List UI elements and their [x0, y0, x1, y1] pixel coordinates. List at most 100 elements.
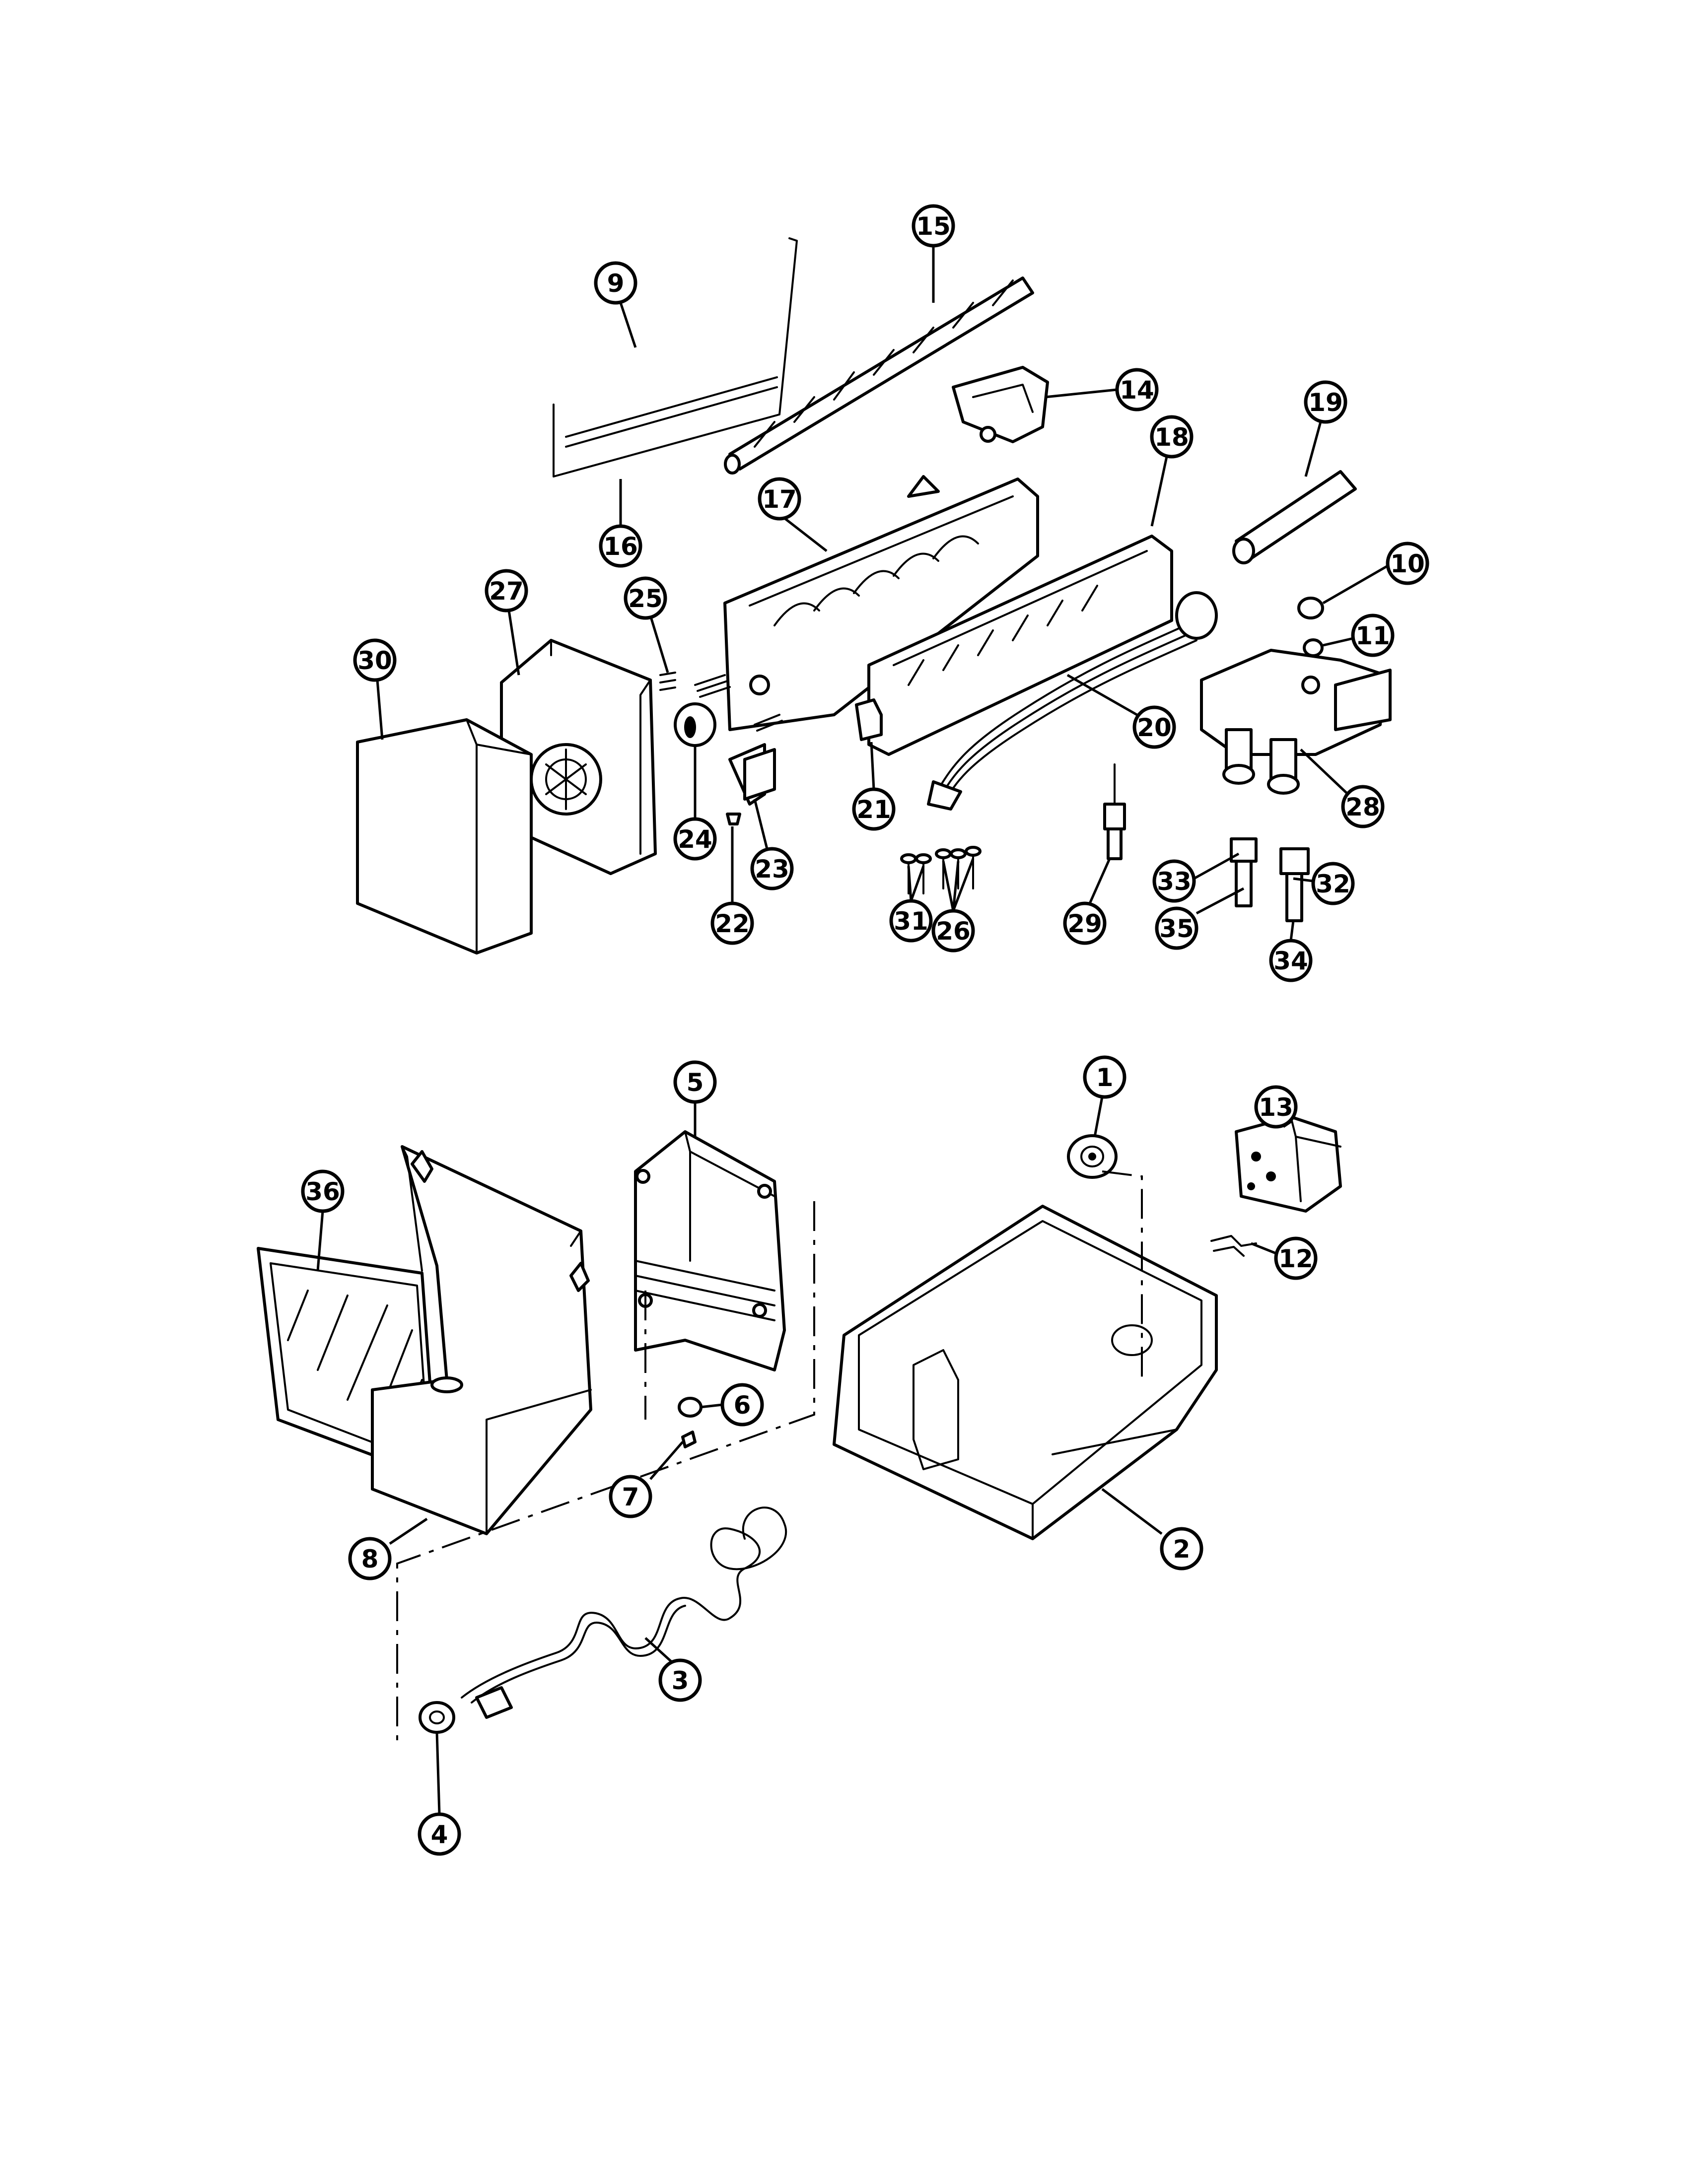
- auger-nut-part: [678, 1397, 703, 1418]
- water-valve-part: [1200, 649, 1392, 795]
- callout-31: 31: [889, 899, 933, 943]
- callout-label: 14: [1120, 376, 1154, 405]
- callout-label: 13: [1259, 1093, 1293, 1122]
- callout-label: 26: [936, 917, 971, 946]
- callout-14: 14: [1115, 368, 1159, 411]
- callout-label: 20: [1137, 713, 1172, 742]
- callout-label: 27: [489, 577, 524, 606]
- callout-label: 11: [1355, 621, 1390, 650]
- callout-8: 8: [348, 1537, 392, 1580]
- callout-17: 17: [758, 477, 801, 521]
- drive-cup-part: [1067, 1134, 1118, 1179]
- callout-19: 19: [1304, 380, 1347, 424]
- callout-21: 21: [852, 787, 896, 831]
- callout-15: 15: [912, 204, 955, 248]
- callout-34: 34: [1269, 939, 1313, 982]
- callout-11: 11: [1351, 614, 1395, 657]
- callout-10: 10: [1386, 542, 1429, 585]
- callout-label: 10: [1390, 549, 1425, 578]
- callout-label: 6: [734, 1391, 751, 1420]
- fitting-part: [1103, 763, 1126, 860]
- ice-mold-part: [723, 475, 1039, 731]
- callout-label: 24: [678, 825, 712, 854]
- connector-part: [1210, 1235, 1257, 1257]
- callout-label: 28: [1345, 793, 1380, 821]
- callout-label: 2: [1173, 1535, 1191, 1564]
- callout-16: 16: [599, 524, 642, 568]
- wiring-harness-part: [927, 591, 1218, 811]
- callout-label: 25: [628, 584, 663, 613]
- callout-4: 4: [418, 1812, 461, 1856]
- callout-label: 12: [1278, 1244, 1313, 1273]
- callout-3: 3: [658, 1658, 702, 1702]
- clip-part: [855, 698, 883, 741]
- leader-lines: [316, 246, 1389, 1815]
- callout-label: 4: [431, 1820, 448, 1849]
- callout-label: 19: [1308, 388, 1343, 417]
- callout-label: 22: [715, 909, 750, 938]
- callout-label: 34: [1273, 947, 1308, 975]
- callout-label: 3: [672, 1666, 689, 1695]
- callout-label: 21: [856, 795, 891, 824]
- callout-18: 18: [1150, 415, 1194, 459]
- control-cover-part: [356, 718, 533, 955]
- callout-label: 32: [1316, 870, 1350, 898]
- callout-22: 22: [710, 901, 754, 945]
- callout-35: 35: [1155, 906, 1198, 950]
- callout-label: 1: [1096, 1063, 1114, 1092]
- callout-2: 2: [1160, 1527, 1203, 1570]
- hose-fittings-part: [1230, 837, 1310, 922]
- callout-6: 6: [720, 1383, 764, 1427]
- assembly-lines: [396, 1170, 1143, 1742]
- callout-25: 25: [624, 576, 667, 620]
- fill-cup-part: [867, 535, 1173, 756]
- callout-label: 23: [755, 855, 789, 884]
- callout-label: 31: [894, 907, 928, 936]
- pin-part: [681, 1431, 697, 1448]
- callout-33: 33: [1152, 859, 1196, 903]
- callout-28: 28: [1341, 785, 1385, 828]
- callout-29: 29: [1063, 901, 1107, 945]
- callout-36: 36: [301, 1169, 345, 1213]
- callout-26: 26: [931, 909, 975, 953]
- callout-label: 33: [1157, 867, 1192, 896]
- callout-label: 29: [1067, 909, 1102, 938]
- bin-housing-part: [833, 1205, 1218, 1540]
- mounting-bracket-part: [728, 743, 776, 806]
- fill-tube-part: [1232, 470, 1357, 564]
- auger-part: [461, 1506, 787, 1719]
- callout-7: 7: [609, 1475, 652, 1518]
- shutoff-arm-part: [553, 237, 798, 478]
- callout-label: 15: [916, 212, 951, 241]
- callout-label: 17: [762, 485, 797, 514]
- bracket-part: [952, 366, 1049, 443]
- callout-23: 23: [750, 847, 794, 890]
- ice-bucket-part: [371, 1145, 592, 1535]
- callout-label: 18: [1154, 423, 1189, 452]
- callout-9: 9: [594, 261, 637, 305]
- callout-30: 30: [353, 638, 397, 682]
- callout-label: 36: [305, 1177, 340, 1206]
- callout-label: 35: [1159, 914, 1194, 943]
- callout-32: 32: [1311, 862, 1355, 905]
- callout-label: 9: [607, 269, 625, 298]
- motor-housing-part: [500, 639, 657, 875]
- auger-motor-part: [1235, 1115, 1342, 1213]
- chute-housing-part: [634, 1130, 786, 1371]
- bearing-part: [419, 1701, 455, 1734]
- callout-label: 8: [361, 1545, 379, 1573]
- callout-label: 7: [622, 1483, 639, 1511]
- callout-13: 13: [1254, 1085, 1298, 1129]
- callout-24: 24: [673, 817, 717, 861]
- ejector-shaft-part: [724, 276, 1034, 475]
- spring-part: [659, 672, 783, 732]
- callout-1: 1: [1083, 1055, 1126, 1099]
- callout-label: 16: [603, 532, 638, 561]
- callout-label: 5: [687, 1068, 704, 1097]
- callout-5: 5: [673, 1060, 717, 1104]
- motor-gear-part: [674, 702, 716, 747]
- callout-label: 30: [357, 646, 392, 675]
- screw-part: [726, 813, 741, 825]
- screws-part: [900, 846, 982, 894]
